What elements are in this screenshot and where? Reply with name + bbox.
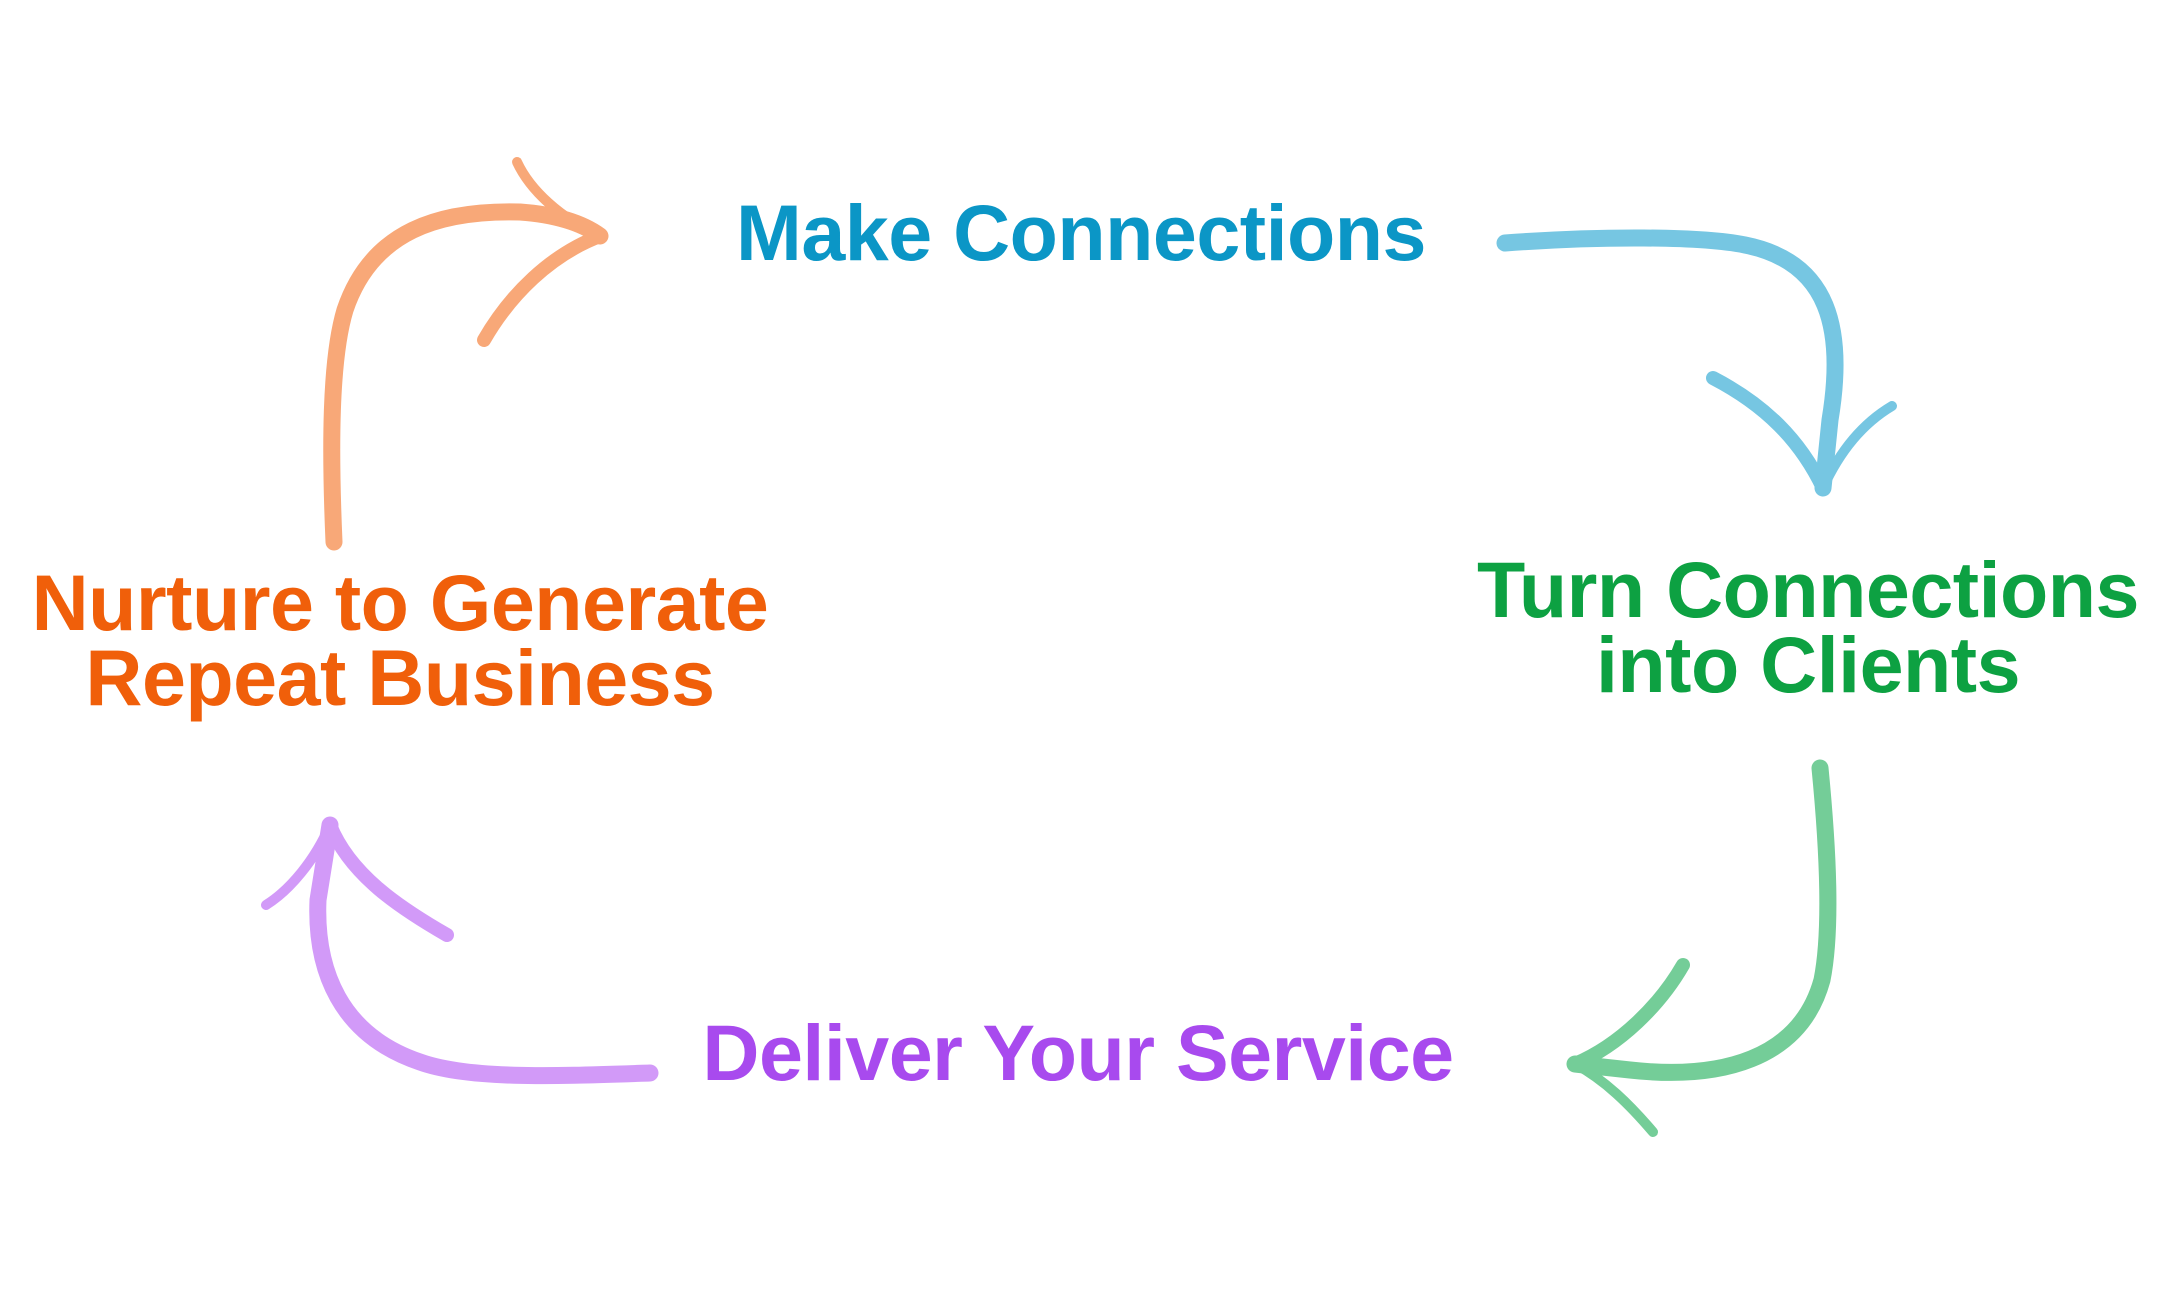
- arrow-turn-to-deliver-icon: [1566, 759, 1837, 1137]
- arrow-barb: [1568, 958, 1690, 1071]
- stage-label-line: Turn Connections: [1477, 545, 2140, 634]
- stage-deliver-your-service: Deliver Your Service: [578, 1008, 1578, 1097]
- stage-label-line: Make Connections: [736, 188, 1426, 277]
- stage-label-line: Repeat Business: [85, 633, 715, 722]
- arrow-barb: [477, 229, 607, 347]
- arrow-barb: [1706, 371, 1830, 495]
- arrow-barb: [1818, 401, 1897, 493]
- arrow-barb: [1570, 1059, 1658, 1137]
- arrow-shaft: [309, 816, 659, 1085]
- stage-label-line: Deliver Your Service: [702, 1008, 1454, 1097]
- arrow-make-to-turn-icon: [1496, 229, 1897, 497]
- stage-make-connections: Make Connections: [581, 188, 1581, 277]
- arrow-shaft: [1496, 229, 1844, 497]
- arrow-nurture-to-make-icon: [323, 157, 609, 551]
- arrow-shaft: [1566, 759, 1837, 1081]
- arrow-barb: [512, 157, 605, 241]
- arrow-shaft: [323, 203, 609, 551]
- arrow-barb: [261, 820, 335, 910]
- arrow-barb: [323, 818, 454, 942]
- arrow-deliver-to-nurture-icon: [261, 816, 659, 1085]
- stage-label-line: into Clients: [1595, 620, 2021, 709]
- stage-label-line: Nurture to Generate: [31, 558, 769, 647]
